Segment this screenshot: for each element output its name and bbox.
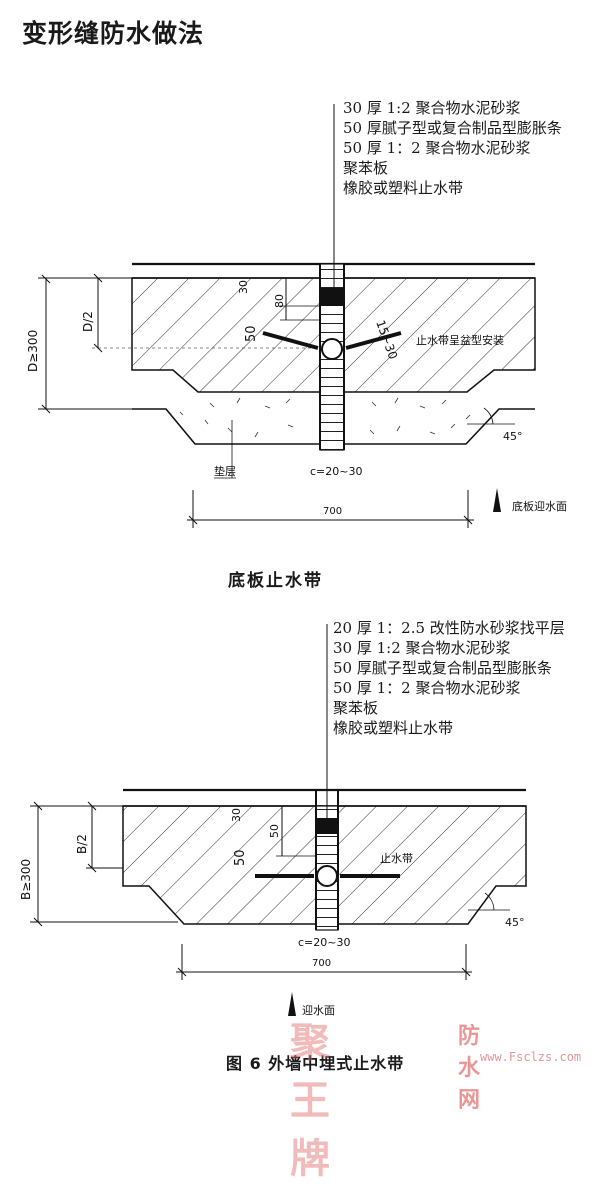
top-cushion-label: 垫层 — [214, 464, 236, 478]
bottom-diagram-labels: B≥300 B/2 30 50 50 止水带 45° c=20~30 700 迎… — [19, 808, 525, 1017]
top-base-slab-section — [38, 104, 536, 528]
bottom-dim-50: 50 — [233, 849, 248, 866]
page-title: 变形缝防水做法 — [22, 19, 205, 48]
bottom-gap-label: c=20~30 — [298, 936, 350, 949]
top-layer-4: 聚苯板 — [343, 159, 389, 177]
top-layer-2: 50 厚腻子型或复合制品型膨胀条 — [343, 119, 562, 137]
bottom-layer-3: 50 厚腻子型或复合制品型膨胀条 — [333, 659, 552, 677]
top-waterstop-note: 止水带呈盆型安装 — [416, 333, 504, 347]
watermark-brand: 防水网 — [458, 1024, 481, 1113]
watermark-url: www.Fsclzs.com — [480, 1050, 582, 1064]
top-layer-3: 50 厚 1：2 聚合物水泥砂浆 — [343, 139, 531, 157]
bottom-water-face: 迎水面 — [302, 1004, 335, 1017]
bottom-dim-depth: B≥300 — [19, 859, 33, 900]
top-dim-depth: D≥300 — [26, 330, 40, 372]
bottom-layer-5: 聚苯板 — [333, 699, 379, 717]
bottom-layer-2: 30 厚 1:2 聚合物水泥砂浆 — [333, 639, 511, 657]
top-layer-5: 橡胶或塑料止水带 — [343, 179, 464, 197]
top-water-face: 底板迎水面 — [512, 499, 567, 513]
top-diagram-subtitle: 底板止水带 — [228, 571, 323, 591]
bottom-width-700: 700 — [312, 958, 331, 969]
top-width-700: 700 — [323, 506, 342, 517]
top-dim-50: 50 — [244, 325, 259, 342]
bottom-layer-4: 50 厚 1：2 聚合物水泥砂浆 — [333, 679, 521, 697]
top-dim-half: D/2 — [81, 311, 95, 332]
bottom-dim-30: 30 — [230, 808, 243, 822]
bottom-layer-6: 橡胶或塑料止水带 — [333, 719, 454, 737]
figure-caption: 图 6 外墙中埋式止水带 — [226, 1054, 405, 1073]
bottom-layer-list: 20 厚 1：2.5 改性防水砂浆找平层 30 厚 1:2 聚合物水泥砂浆 50… — [333, 618, 565, 738]
top-layer-list: 30 厚 1:2 聚合物水泥砂浆 50 厚腻子型或复合制品型膨胀条 50 厚 1… — [343, 98, 562, 198]
bottom-wall-section — [30, 624, 527, 1016]
bottom-waterstop-note: 止水带 — [380, 852, 413, 865]
watermark-main: 聚王牌 — [290, 1020, 332, 1182]
top-gap-label: c=20~30 — [310, 465, 362, 478]
bottom-dim-50-small: 50 — [268, 824, 281, 838]
bottom-layer-1: 20 厚 1：2.5 改性防水砂浆找平层 — [333, 619, 565, 637]
section-drawings: D≥300 D/2 30 80 50 15~30 止水带呈盆型安装 45° 垫层… — [19, 104, 567, 1017]
top-dim-30: 30 — [237, 280, 250, 294]
bottom-angle-45: 45° — [505, 916, 525, 929]
top-layer-1: 30 厚 1:2 聚合物水泥砂浆 — [343, 99, 521, 117]
top-angle-45: 45° — [503, 430, 523, 443]
bottom-dim-half: B/2 — [75, 834, 89, 854]
top-dim-80: 80 — [273, 294, 286, 308]
